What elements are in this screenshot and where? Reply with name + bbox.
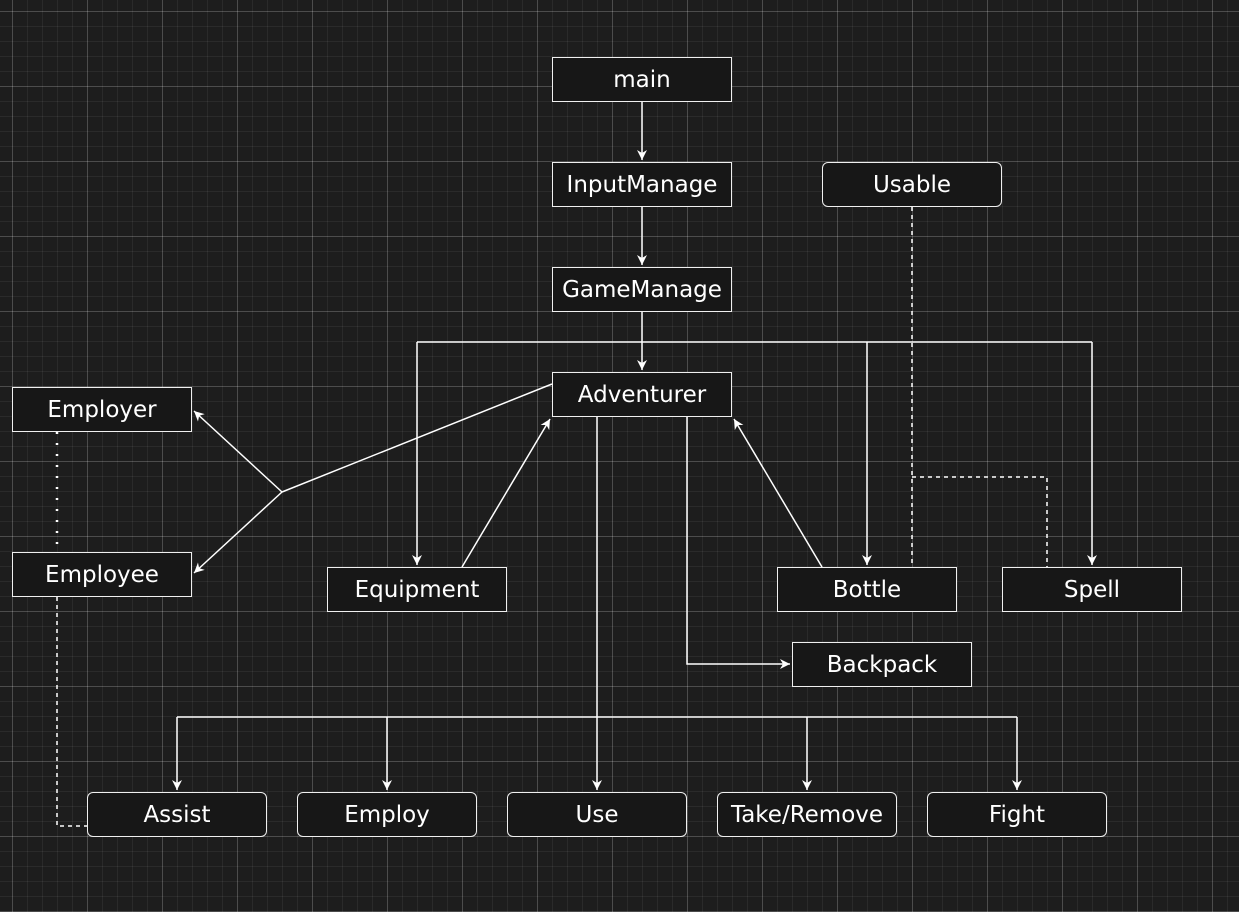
node-assist[interactable]: Assist [87,792,267,837]
edge-fork-employee [193,491,283,574]
edge-bottle-adventurer [733,418,823,568]
node-backpack[interactable]: Backpack [792,642,972,687]
node-equipment[interactable]: Equipment [327,567,507,612]
node-usable[interactable]: Usable [822,162,1002,207]
node-employ[interactable]: Employ [297,792,477,837]
edge-usable-spell [912,476,1048,567]
edge-employee-assist [56,597,87,827]
node-inputmanage[interactable]: InputManage [552,162,732,207]
node-take-remove[interactable]: Take/Remove [717,792,897,837]
node-spell[interactable]: Spell [1002,567,1182,612]
edge-equipment-adventurer [461,418,551,568]
node-main[interactable]: main [552,57,732,102]
node-fight[interactable]: Fight [927,792,1107,837]
node-adventurer[interactable]: Adventurer [552,372,732,417]
node-bottle[interactable]: Bottle [777,567,957,612]
edge-fork-employer [193,410,283,493]
node-employer[interactable]: Employer [12,387,192,432]
edge-adventurer-fork [281,383,553,493]
node-use[interactable]: Use [507,792,687,837]
node-gamemanage[interactable]: GameManage [552,267,732,312]
edge-adventurer-backpack [686,417,790,669]
node-employee[interactable]: Employee [12,552,192,597]
